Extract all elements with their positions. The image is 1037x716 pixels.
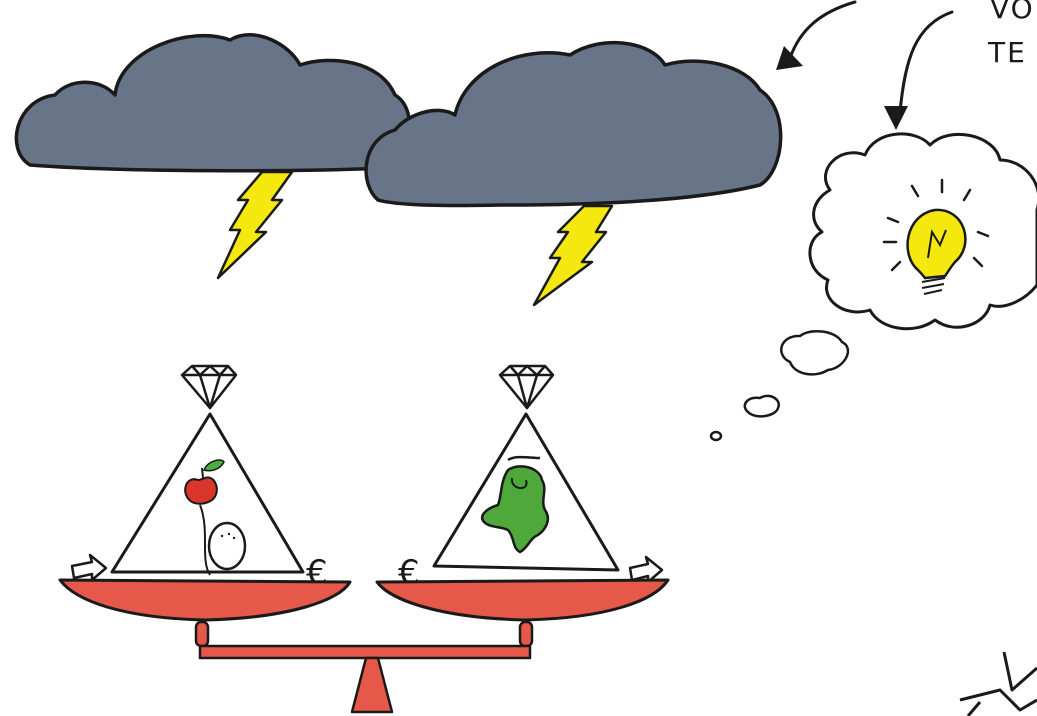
thought-bubble-icon-large xyxy=(781,331,848,374)
scale-pan-right xyxy=(377,580,668,620)
cutoff-text-second: TE xyxy=(987,36,1027,69)
arrowhead-icon xyxy=(776,46,908,130)
lightning-icon-left xyxy=(218,172,292,278)
storm-cloud-icon-right xyxy=(366,43,781,206)
scale-pan-left xyxy=(60,580,350,620)
cutoff-sketch-icon xyxy=(960,652,1037,716)
cutoff-text-top: VO xyxy=(990,0,1035,25)
diamond-icon-left xyxy=(182,366,236,408)
diamond-icon-right xyxy=(500,366,553,408)
thought-bubble-icon-medium xyxy=(745,396,779,416)
balance-scale-icon xyxy=(196,622,532,712)
lightning-icon-right xyxy=(534,206,612,305)
storm-cloud-icon-left xyxy=(16,35,409,171)
arrow-icon-right xyxy=(630,557,662,582)
egg-icon xyxy=(209,523,245,569)
thought-bubble-icon-small xyxy=(711,432,721,440)
arrow-icon-left xyxy=(72,555,106,580)
curved-arrow-icon xyxy=(790,2,952,112)
